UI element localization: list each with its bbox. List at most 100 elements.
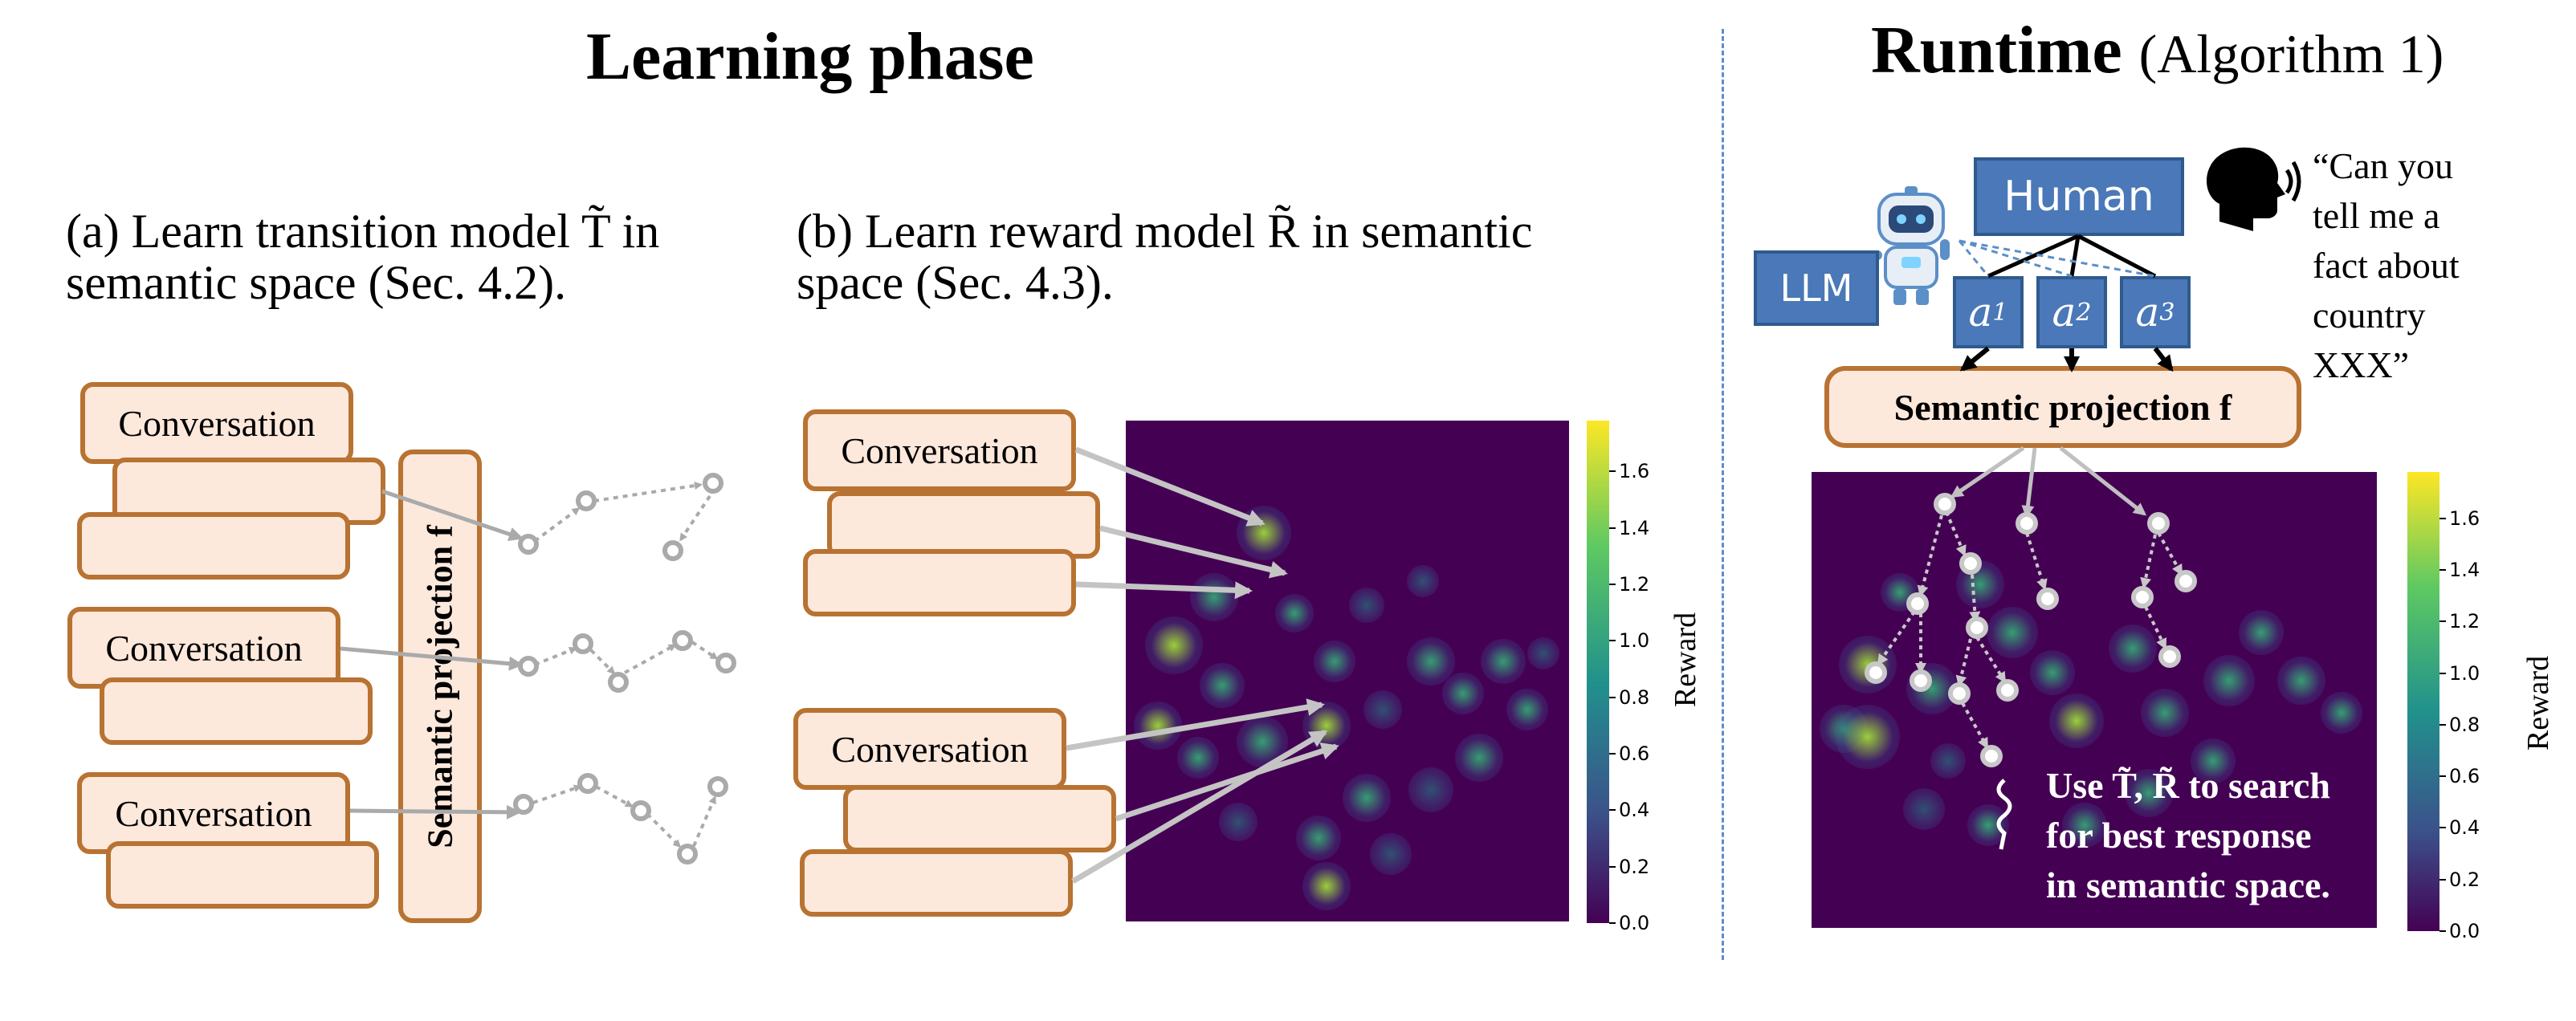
search-node: [1948, 682, 1971, 705]
reward-heatmap-runtime: [1812, 472, 2377, 928]
search-node: [1980, 745, 2003, 767]
runtime-title: Runtime (Algorithm 1): [1871, 11, 2444, 89]
search-node: [1959, 552, 1982, 575]
density-spot: [1930, 743, 1966, 779]
density-spot: [2239, 610, 2284, 655]
search-description: Use T̃, R̃ to search for best response i…: [2046, 761, 2330, 910]
density-spot: [1407, 637, 1455, 685]
colorbar-tick-label: 1.6: [2449, 506, 2480, 530]
density-spot: [1134, 702, 1182, 750]
reward-arrow: [1075, 581, 1253, 600]
state-node: [518, 534, 539, 555]
search-edge: [1877, 610, 1916, 666]
density-spot: [2321, 692, 2362, 734]
colorbar-tick-mark: [2439, 930, 2446, 932]
colorbar-tick-mark: [2439, 723, 2446, 726]
colorbar-tick-mark: [1609, 527, 1616, 529]
conversation-box-layer: [803, 549, 1076, 616]
trajectory-step: [532, 784, 582, 804]
colorbar-tick-label: 0.0: [2449, 920, 2480, 942]
conversation-box-layer: [800, 849, 1073, 917]
search-line: in semantic space.: [2046, 864, 2330, 905]
human-to-action: [2077, 234, 2157, 279]
panel-b-caption-line1: (b) Learn reward model R̃ in semantic: [797, 205, 1533, 258]
robot-link: [1958, 240, 1990, 277]
projection-link: [340, 646, 524, 671]
density-spot: [2062, 803, 2107, 848]
conversation-box: Conversation: [67, 607, 340, 689]
panel-a-caption-line2: semantic space (Sec. 4.2).: [66, 256, 567, 309]
action-to-projection: [1959, 346, 1990, 372]
state-node: [703, 473, 723, 494]
projection-to-state: [1950, 445, 2025, 498]
reward-colorbar-runtime: [2407, 472, 2439, 931]
density-spot: [2109, 624, 2157, 673]
colorbar-tick-mark: [2439, 878, 2446, 881]
density-spot: [1455, 734, 1503, 782]
trajectory-step: [595, 785, 634, 807]
density-spot: [2277, 657, 2325, 705]
state-node: [513, 794, 534, 815]
colorbar-tick-mark: [1609, 809, 1616, 812]
density-spot: [1219, 803, 1257, 841]
search-node: [1996, 679, 2019, 702]
density-spot: [2049, 694, 2104, 748]
colorbar-tick-mark: [2439, 827, 2446, 829]
reward-arrow: [1074, 446, 1266, 527]
density-spot: [1302, 862, 1351, 910]
density-spot: [2030, 650, 2075, 695]
density-spot: [1506, 689, 1548, 730]
search-node: [1966, 616, 1988, 639]
human-box: Human: [1974, 157, 2184, 236]
colorbar-tick-mark: [2439, 775, 2446, 778]
colorbar-tick-label: 1.4: [1619, 516, 1650, 539]
semantic-projection-box-a: Semantic projection f: [398, 449, 482, 923]
colorbar-tick-label: 1.2: [2449, 610, 2480, 633]
conversation-box: Conversation: [793, 708, 1066, 790]
search-node: [2158, 645, 2181, 668]
density-spot: [1145, 616, 1203, 674]
panel-a-caption-line1: (a) Learn transition model T̃ in: [66, 205, 660, 258]
density-spot: [1407, 565, 1439, 597]
trajectory-step: [646, 812, 682, 848]
state-node: [715, 653, 736, 673]
state-node: [677, 844, 698, 864]
density-spot: [1363, 690, 1402, 729]
search-edge: [2140, 534, 2157, 589]
search-node: [1906, 592, 1929, 615]
search-node: [2016, 512, 2038, 535]
search-node: [2036, 588, 2059, 610]
density-spot: [1370, 833, 1412, 875]
panel-b-caption-line2: space (Sec. 4.3).: [797, 256, 1114, 309]
state-node: [577, 773, 598, 794]
conversation-box: Conversation: [803, 409, 1076, 491]
state-node: [576, 490, 597, 511]
density-spot: [1349, 588, 1384, 623]
projection-to-state: [2059, 446, 2147, 516]
colorbar-tick-mark: [1609, 583, 1616, 585]
colorbar-tick-mark: [2439, 569, 2446, 572]
phase-divider: [1722, 29, 1724, 960]
conversation-box-layer: [77, 512, 350, 580]
search-line: Use T̃, R̃ to search: [2046, 765, 2330, 806]
density-spot: [1177, 737, 1219, 779]
search-edge: [2157, 532, 2183, 576]
conversation-box-layer: [100, 677, 373, 745]
conversation-box: Conversation: [80, 382, 353, 464]
transition-trajectories: [340, 473, 736, 864]
colorbar-tick-mark: [1609, 470, 1616, 473]
runtime-title-main: Runtime: [1871, 13, 2122, 87]
panel-a-caption: (a) Learn transition model T̃ in semanti…: [66, 205, 659, 308]
density-spot: [2141, 689, 2189, 737]
colorbar-tick-mark: [1609, 752, 1616, 755]
utterance-line: tell me a: [2313, 195, 2440, 236]
state-node: [630, 800, 651, 821]
colorbar-tick-mark: [1609, 865, 1616, 868]
panel-b-caption: (b) Learn reward model R̃ in semantic sp…: [797, 205, 1532, 308]
utterance-line: “Can you: [2313, 145, 2454, 186]
colorbar-tick-label: 1.0: [1619, 629, 1650, 653]
learning-phase-title: Learning phase: [586, 19, 1034, 94]
robot-icon: [1863, 186, 1950, 305]
